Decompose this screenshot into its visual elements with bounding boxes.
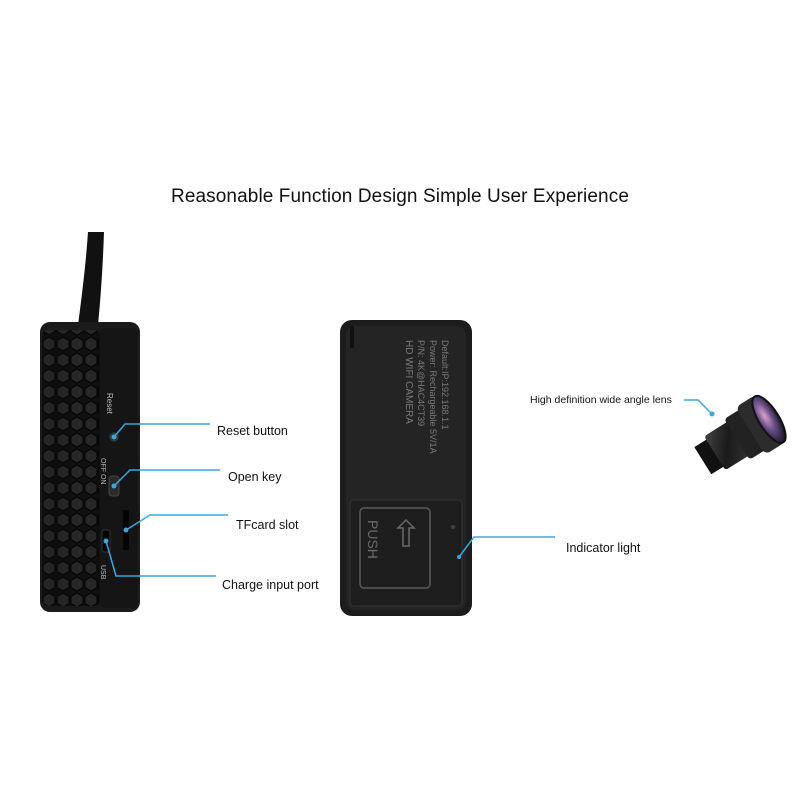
- wide-angle-lens: [694, 394, 787, 475]
- tf-card-slot-back: [359, 507, 431, 589]
- reset-side-text: Reset: [105, 393, 114, 415]
- reset-button-label: Reset button: [217, 424, 288, 438]
- charge-input-port-label: Charge input port: [222, 578, 319, 592]
- back-line-3: Power: Rechargeable 5V/1A: [428, 340, 438, 454]
- usb-side-text: USB: [99, 565, 106, 580]
- camera-side-view: Reset OFF ON USB: [40, 232, 140, 612]
- push-text: PUSH: [365, 520, 381, 559]
- indicator-light-label: Indicator light: [566, 541, 641, 555]
- indicator-callout-line: [458, 536, 555, 558]
- camera-back-view: HD WIFI CAMERA P/N: 4K@HAC4CT39 Power: R…: [340, 320, 472, 616]
- open-key-label: Open key: [228, 470, 282, 484]
- offon-side-text: OFF ON: [99, 458, 106, 484]
- left-callout-lines: [105, 423, 228, 577]
- back-line-2: P/N: 4K@HAC4CT39: [416, 340, 426, 426]
- tfcard-slot-label: TFcard slot: [236, 518, 299, 532]
- page-title: Reasonable Function Design Simple User E…: [171, 186, 629, 207]
- back-line-4: Default:IP:192.168.1.1: [440, 340, 450, 430]
- back-line-1: HD WIFI CAMERA: [403, 340, 414, 424]
- wide-angle-lens-label: High definition wide angle lens: [530, 394, 672, 406]
- lens-callout-line: [684, 399, 713, 415]
- indicator-led: [451, 525, 455, 529]
